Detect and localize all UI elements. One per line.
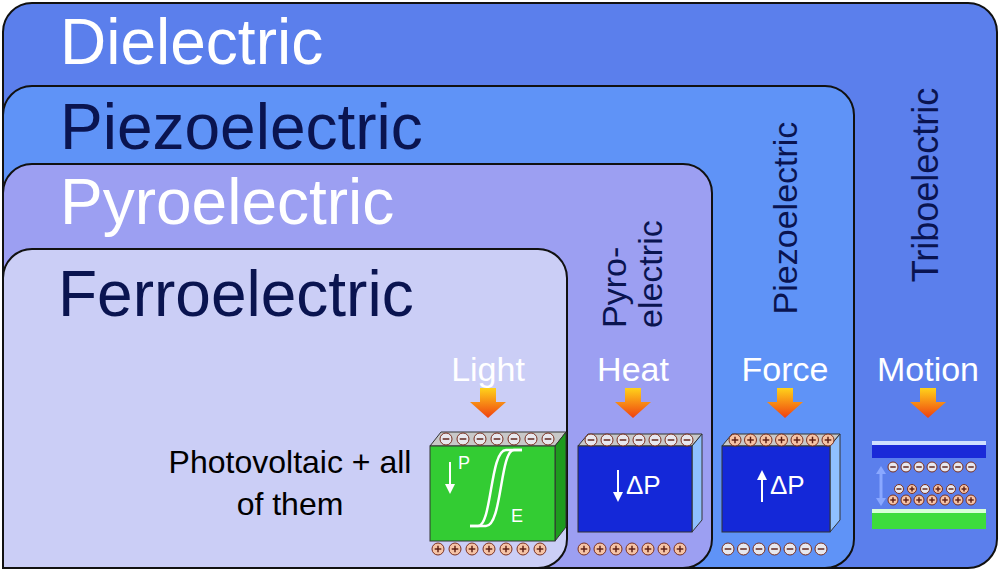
region-heading: Ferroelectric <box>58 262 414 326</box>
piezoelectric-crystal <box>722 434 840 532</box>
region-heading: Dielectric <box>60 10 323 74</box>
vertical-heading: Triboelectric <box>908 88 944 283</box>
ferroelectric-crystal <box>430 432 566 541</box>
input-label: Motion <box>877 352 979 386</box>
polarization-label: ΔP <box>626 472 661 498</box>
charge-signs <box>432 433 976 555</box>
region-heading: Pyroelectric <box>60 170 394 234</box>
input-label: Heat <box>597 352 669 386</box>
region-heading: Piezoelectric <box>60 95 423 159</box>
note-text: Photovoltaic + all of them <box>168 442 412 525</box>
triboelectric-layers <box>872 441 986 529</box>
polarization-label: ΔP <box>770 472 805 498</box>
vertical-heading: Pyro- electric <box>597 196 668 328</box>
input-arrows <box>470 388 946 418</box>
pyroelectric-crystal <box>578 434 702 532</box>
axis-label: E <box>511 507 523 525</box>
vertical-heading: Piezoelectric <box>768 122 802 315</box>
axis-label: P <box>458 454 470 472</box>
input-label: Light <box>451 352 525 386</box>
input-label: Force <box>742 352 829 386</box>
